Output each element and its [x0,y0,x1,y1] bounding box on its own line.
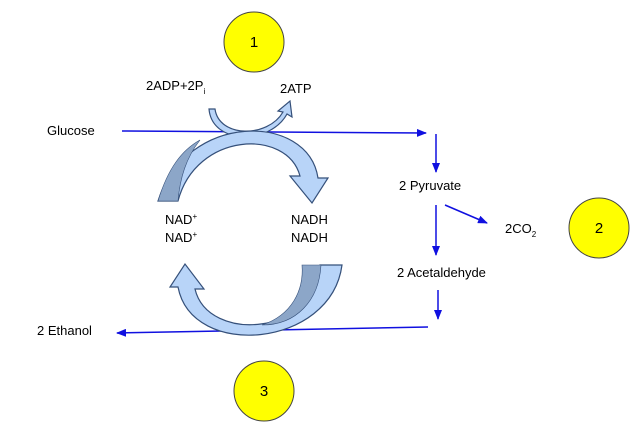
nad-plus-label-bottom: NAD+ [165,230,197,245]
step-number-3: 3 [260,383,268,400]
step-number-2: 2 [595,220,603,237]
atp-curved-arrow [208,99,293,138]
atp-label: 2ATP [280,81,312,96]
glucose-label: Glucose [47,123,95,138]
step-circle-3: 3 [233,360,295,422]
nadh-label-bottom: NADH [291,230,328,245]
nadh-to-nad-cycle-shade [261,264,322,326]
nad-to-nadh-cycle-arrow [157,130,330,205]
glucose-pathway-arrow [121,128,427,137]
pyruvate-label: 2 Pyruvate [399,178,461,193]
ethanol-label: 2 Ethanol [37,323,92,338]
step-circle-2: 2 [568,197,630,259]
step-circle-1: 1 [223,11,285,73]
nadh-label-top: NADH [291,212,328,227]
co2-release-arrow [444,204,488,224]
step-number-1: 1 [250,34,258,51]
co2-label: 2CO2 [505,221,537,239]
nad-to-nadh-cycle-shade [157,139,201,202]
nad-plus-label-top: NAD+ [165,212,197,227]
acetaldehyde-label: 2 Acetaldehyde [397,265,486,280]
adp-label: 2ADP+2Pi [146,78,205,96]
